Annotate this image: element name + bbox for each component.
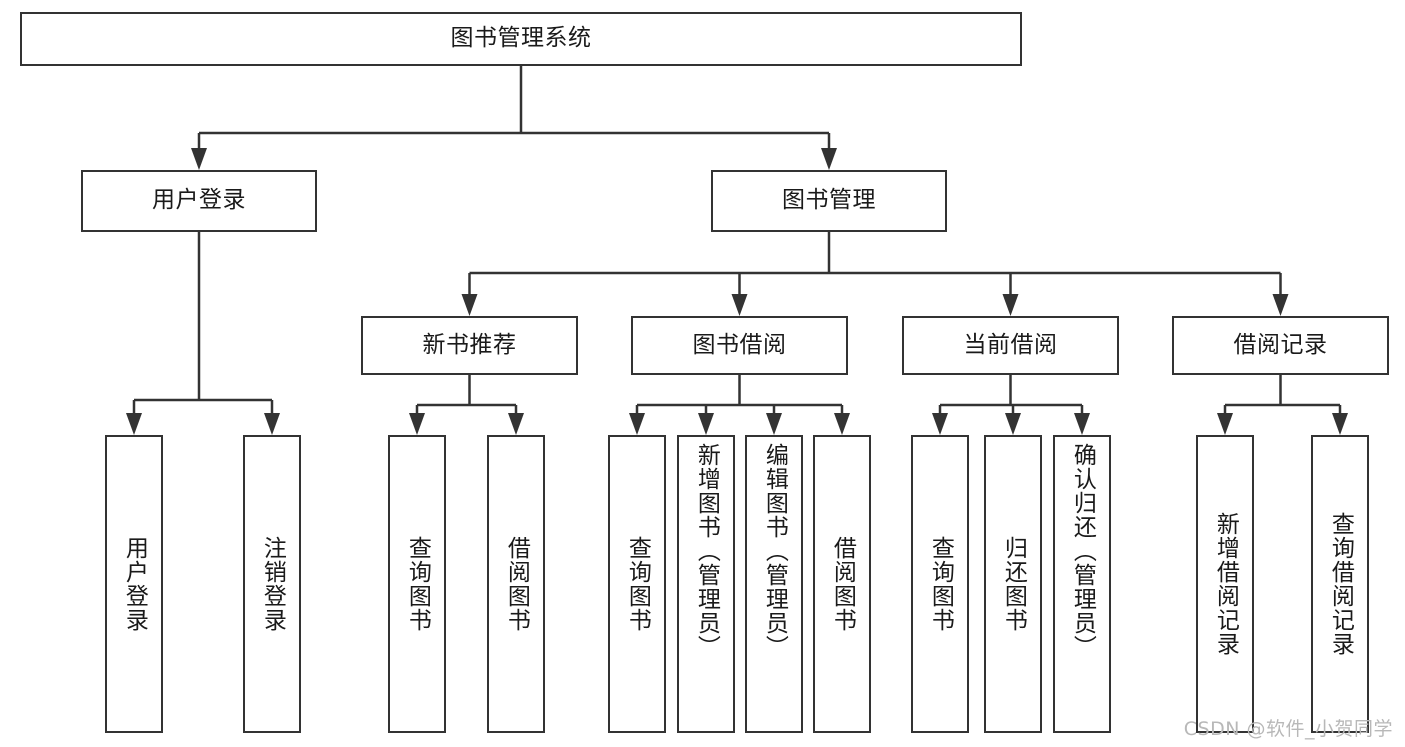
node-user-login[interactable]: 用户登录: [81, 170, 317, 232]
node-leaf-confirm-return[interactable]: 确认归还（管理员）: [1053, 435, 1111, 733]
node-leaf-user-logout[interactable]: 注销登录: [243, 435, 301, 733]
node-label-leaf-query-book-3: 查询图书: [927, 536, 954, 632]
node-leaf-query-record[interactable]: 查询借阅记录: [1311, 435, 1369, 733]
node-leaf-query-book-1[interactable]: 查询图书: [388, 435, 446, 733]
arrowhead-icon: [461, 294, 478, 316]
arrowhead-icon: [1272, 294, 1289, 316]
arrowhead-icon: [264, 413, 280, 435]
node-label-leaf-edit-book: 编辑图书（管理员）: [761, 443, 788, 659]
node-label-leaf-user-logout: 注销登录: [259, 536, 286, 632]
node-leaf-add-book[interactable]: 新增图书（管理员）: [677, 435, 735, 733]
node-label-user-login: 用户登录: [152, 187, 246, 214]
node-label-leaf-borrow-book-1: 借阅图书: [503, 536, 530, 632]
arrowhead-icon: [508, 413, 524, 435]
arrowhead-icon: [1217, 413, 1233, 435]
arrowhead-icon: [126, 413, 142, 435]
arrowhead-icon: [409, 413, 425, 435]
arrowhead-icon: [821, 148, 837, 170]
node-label-leaf-return-book: 归还图书: [1000, 536, 1027, 632]
node-borrow-record[interactable]: 借阅记录: [1172, 316, 1389, 375]
arrowhead-icon: [834, 413, 850, 435]
node-label-leaf-query-record: 查询借阅记录: [1327, 512, 1354, 656]
node-leaf-query-book-3[interactable]: 查询图书: [911, 435, 969, 733]
node-current-borrow[interactable]: 当前借阅: [902, 316, 1119, 375]
node-root[interactable]: 图书管理系统: [20, 12, 1022, 66]
node-label-book-borrow: 图书借阅: [692, 331, 787, 358]
arrowhead-icon: [1074, 413, 1090, 435]
arrowhead-icon: [698, 413, 714, 435]
node-new-book-rec[interactable]: 新书推荐: [361, 316, 578, 375]
node-label-leaf-query-book-2: 查询图书: [624, 536, 651, 632]
node-leaf-query-book-2[interactable]: 查询图书: [608, 435, 666, 733]
node-leaf-user-login[interactable]: 用户登录: [105, 435, 163, 733]
node-label-new-book-rec: 新书推荐: [422, 331, 517, 358]
arrowhead-icon: [932, 413, 948, 435]
node-leaf-edit-book[interactable]: 编辑图书（管理员）: [745, 435, 803, 733]
arrowhead-icon: [629, 413, 645, 435]
arrowhead-icon: [1005, 413, 1021, 435]
node-label-leaf-user-login: 用户登录: [121, 536, 148, 632]
watermark: CSDN @软件_小贺同学: [1183, 718, 1393, 740]
arrowhead-icon: [731, 294, 748, 316]
node-label-leaf-query-book-1: 查询图书: [404, 536, 431, 632]
node-label-leaf-borrow-book-2: 借阅图书: [829, 536, 856, 632]
node-label-borrow-record: 借阅记录: [1233, 331, 1328, 358]
arrowhead-icon: [191, 148, 207, 170]
node-leaf-return-book[interactable]: 归还图书: [984, 435, 1042, 733]
node-leaf-borrow-book-1[interactable]: 借阅图书: [487, 435, 545, 733]
node-label-book-manage: 图书管理: [782, 187, 876, 214]
node-leaf-add-record[interactable]: 新增借阅记录: [1196, 435, 1254, 733]
node-book-borrow[interactable]: 图书借阅: [631, 316, 848, 375]
arrowhead-icon: [1332, 413, 1348, 435]
node-label-current-borrow: 当前借阅: [963, 331, 1058, 358]
arrowhead-icon: [766, 413, 782, 435]
arrowhead-icon: [1002, 294, 1019, 316]
node-label-root: 图书管理系统: [450, 25, 592, 52]
node-book-manage[interactable]: 图书管理: [711, 170, 947, 232]
node-label-leaf-confirm-return: 确认归还（管理员）: [1069, 443, 1096, 659]
node-leaf-borrow-book-2[interactable]: 借阅图书: [813, 435, 871, 733]
node-label-leaf-add-book: 新增图书（管理员）: [693, 443, 720, 659]
node-label-leaf-add-record: 新增借阅记录: [1212, 512, 1239, 656]
